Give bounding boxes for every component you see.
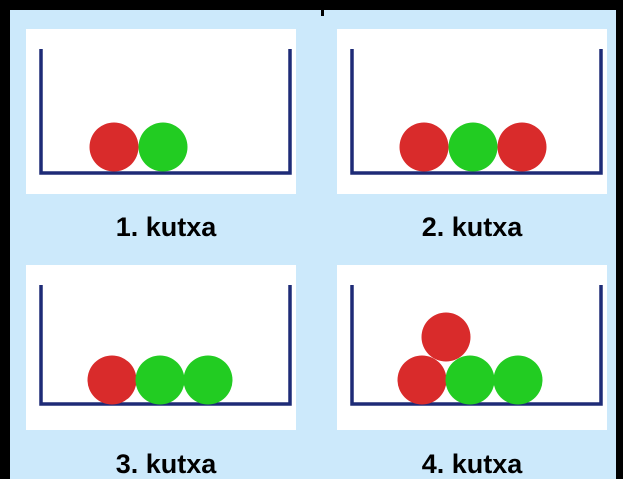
box-4-container <box>350 285 603 406</box>
box-2-drawing <box>350 49 603 175</box>
box-1-ball-1-red <box>89 122 139 172</box>
frame-top-border <box>0 0 623 10</box>
box-2-container <box>350 49 603 175</box>
box-3-ball-3-green <box>183 355 233 405</box>
box-2-illustration <box>337 29 607 194</box>
box-1-ball-2-green <box>138 122 188 172</box>
box-2-label: 2. kutxa <box>421 212 523 242</box>
box-4-ball-4-red-stacked <box>421 312 471 362</box>
box-2-ball-3-red <box>497 122 547 172</box>
box-4-ball-3-green <box>493 355 543 405</box>
box-4-ball-2-green <box>445 355 495 405</box>
frame-right-border <box>616 0 623 479</box>
box-2-ball-1-red <box>399 122 449 172</box>
box-3-ball-1-red <box>87 355 137 405</box>
box-1-illustration <box>26 29 296 194</box>
box-4-illustration <box>337 265 607 430</box>
box-4-label: 4. kutxa <box>421 449 523 479</box>
box-3-label: 3. kutxa <box>115 449 217 479</box>
box-3-illustration <box>26 265 296 430</box>
box-3-ball-2-green <box>135 355 185 405</box>
box-3-drawing <box>39 285 292 406</box>
box-2-ball-2-green <box>448 122 498 172</box>
box-1-label: 1. kutxa <box>115 212 217 242</box>
box-1-drawing <box>39 49 292 175</box>
box-3-container <box>39 285 292 406</box>
box-4-ball-1-red <box>397 355 447 405</box>
frame-left-border <box>0 0 10 479</box>
box-4-drawing <box>350 285 603 406</box>
box-1-container <box>39 49 292 175</box>
divider-tick <box>321 10 324 16</box>
